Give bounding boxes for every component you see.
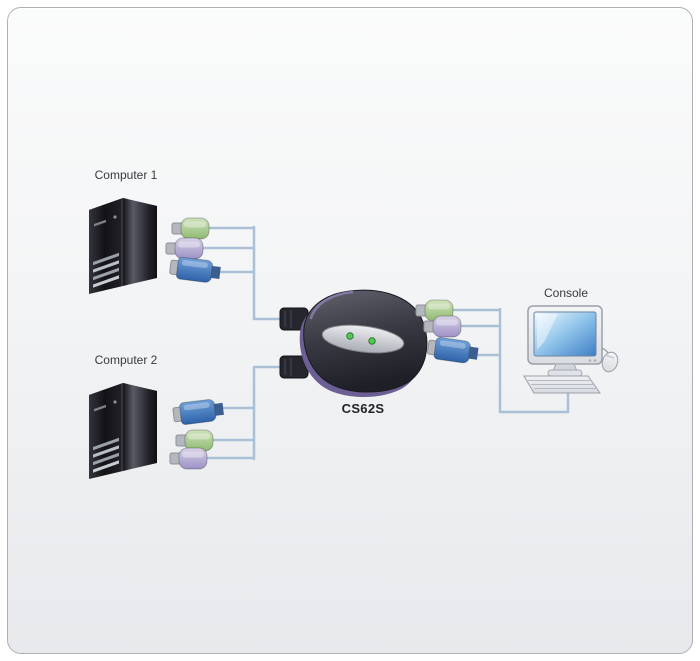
kvm-cable-port-1 [279, 307, 309, 331]
console-label: Console [543, 286, 589, 300]
computer-tower-1 [89, 198, 157, 294]
kvm-model-label: CS62S [341, 401, 385, 416]
cables [196, 225, 570, 461]
ps2-connector-green-computer1 [171, 217, 210, 240]
screen-glare [537, 314, 558, 350]
computer2-label: Computer 2 [94, 353, 158, 367]
console-keyboard [523, 375, 601, 394]
console-monitor [527, 305, 603, 377]
kvm-top-highlight [309, 290, 354, 320]
console-mouse [601, 351, 619, 373]
kvm-switch [279, 289, 428, 398]
cable-computer1-to-kvm [196, 225, 288, 321]
cable-kvm-to-console [444, 307, 570, 414]
cable-computer2-to-kvm [198, 365, 288, 461]
ps2-connector-purple-computer1 [165, 237, 204, 260]
computer-tower-2 [89, 383, 157, 479]
monitor-base [547, 369, 583, 377]
computer1-label: Computer 1 [94, 168, 158, 182]
ps2-connector-purple-computer2 [169, 447, 208, 470]
kvm-led-2 [368, 337, 376, 345]
kvm-cable-port-2 [279, 355, 309, 379]
vga-connector-console [426, 335, 480, 366]
console [523, 305, 619, 394]
vga-connector-computer1 [168, 255, 222, 285]
kvm-panel-oval [321, 324, 405, 354]
vga-connector-computer2 [171, 397, 226, 427]
kvm-led-1 [346, 332, 354, 340]
